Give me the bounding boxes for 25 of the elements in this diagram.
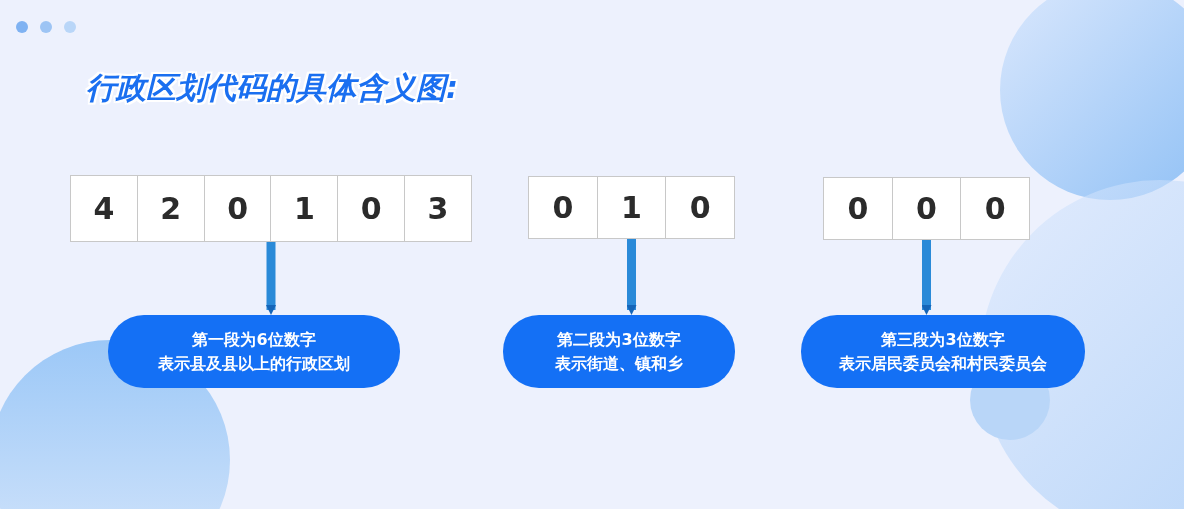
digit-group bbox=[823, 177, 1030, 240]
digit-cell: 0 bbox=[529, 177, 597, 238]
description-text: 第一段为6位数字 bbox=[192, 328, 316, 351]
digit-cell: 0 bbox=[338, 176, 405, 241]
digit-cell: 2 bbox=[137, 176, 204, 241]
chevron-arrow bbox=[921, 240, 932, 315]
chevron-arrow bbox=[626, 239, 637, 315]
digit-cell: 0 bbox=[961, 178, 1029, 239]
digit-cell: 3 bbox=[405, 176, 471, 241]
digit-cell: 0 bbox=[204, 176, 271, 241]
digit-cell: 0 bbox=[824, 178, 892, 239]
digit-cell: 0 bbox=[892, 178, 961, 239]
chevron-arrow bbox=[266, 242, 276, 315]
digit-cell: 4 bbox=[71, 176, 137, 241]
description-text: 表示县及县以上的行政区划 bbox=[158, 352, 350, 375]
description-text: 表示居民委员会和村民委员会 bbox=[839, 352, 1047, 375]
digit-cell: 1 bbox=[597, 177, 666, 238]
description-text: 表示街道、镇和乡 bbox=[555, 352, 683, 375]
digit-cell: 1 bbox=[271, 176, 338, 241]
digit-cell: 0 bbox=[666, 177, 734, 238]
description-text: 第三段为3位数字 bbox=[881, 328, 1005, 351]
diagram-title: 行政区划代码的具体含义图: bbox=[86, 69, 458, 107]
description-text: 第二段为3位数字 bbox=[557, 328, 681, 351]
digit-group bbox=[528, 176, 735, 239]
digit-group bbox=[70, 175, 472, 242]
